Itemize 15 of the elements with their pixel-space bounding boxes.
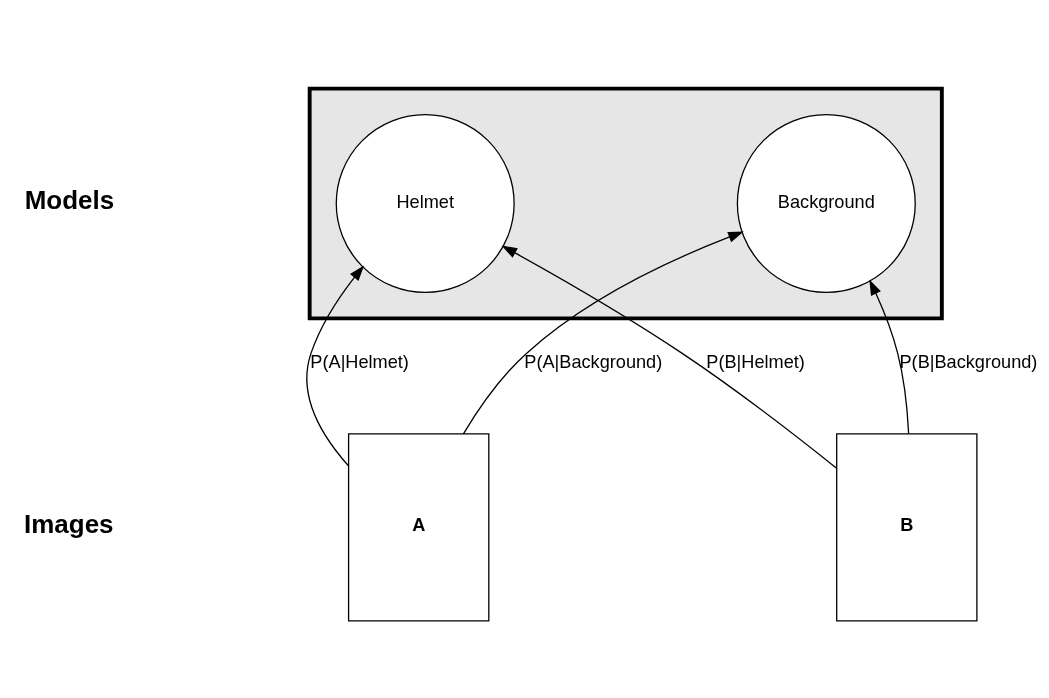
arrow — [869, 278, 910, 434]
node-circle: Helmet — [335, 113, 515, 293]
edge-label: P(A|Background) — [524, 351, 663, 372]
cluster — [307, 86, 944, 320]
label: Models — [24, 184, 115, 215]
arrow — [462, 231, 744, 434]
node-box: B — [836, 432, 978, 621]
node-box: A — [347, 432, 490, 621]
node-circle: Background — [736, 113, 916, 293]
arrow — [501, 244, 837, 469]
arrow — [306, 264, 365, 467]
edge-label: P(B|Helmet) — [706, 351, 805, 372]
edge-label: P(B|Background) — [899, 351, 1038, 372]
label: Images — [24, 508, 114, 539]
edge-label: P(A|Helmet) — [310, 351, 409, 372]
